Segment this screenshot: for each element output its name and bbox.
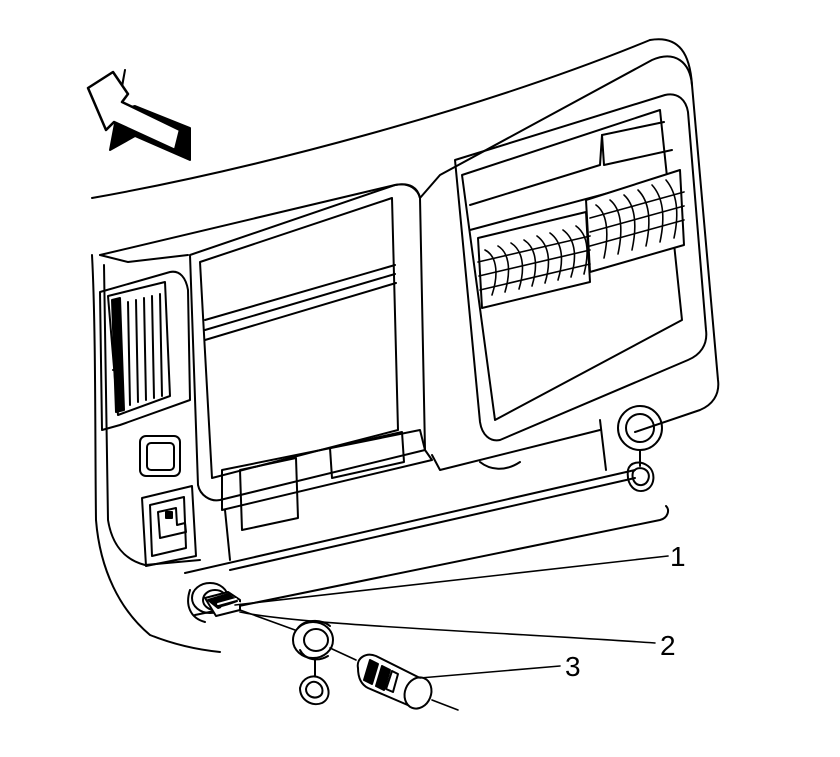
leader-lines	[235, 556, 668, 678]
callout-2: 2	[660, 630, 676, 661]
hvac-control-openings	[222, 430, 600, 560]
left-air-vent	[100, 272, 190, 430]
cigarette-lighter	[358, 655, 436, 713]
lighter-retainer	[293, 621, 333, 704]
forward-arrow-icon	[88, 70, 190, 160]
leader-line-3	[420, 666, 560, 678]
lighter-socket	[192, 583, 240, 616]
switch-button	[140, 436, 180, 476]
center-air-vent	[478, 170, 684, 308]
dash-surface	[92, 39, 692, 652]
callout-labels: 1 2 3	[565, 541, 686, 682]
callout-3: 3	[565, 651, 581, 682]
callout-1: 1	[670, 541, 686, 572]
leader-line-2	[240, 612, 655, 643]
lower-recess	[480, 420, 606, 470]
leader-line-1	[235, 556, 668, 605]
right-power-outlet	[618, 406, 662, 491]
connector-switch	[142, 486, 196, 566]
